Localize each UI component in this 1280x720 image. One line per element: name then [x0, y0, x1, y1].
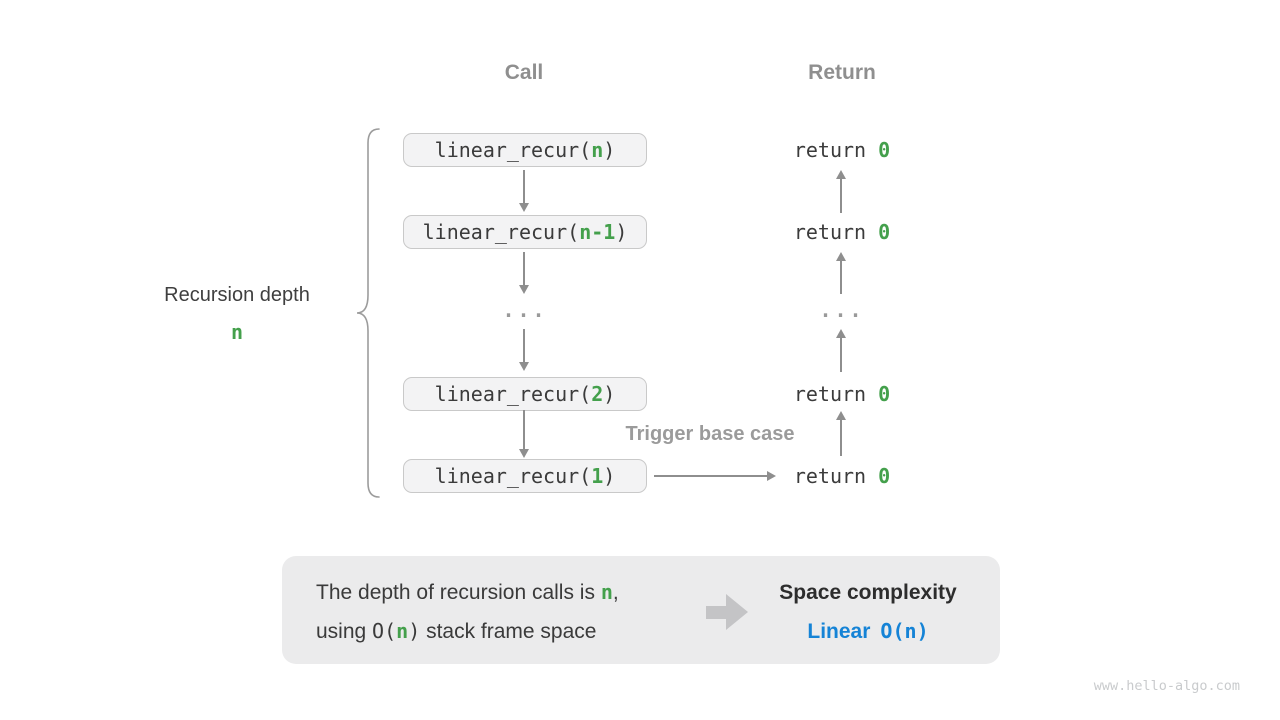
implies-arrow-tail	[706, 606, 726, 619]
implies-arrow-head	[726, 594, 748, 630]
recursion-depth-brace	[356, 128, 380, 498]
recursion-depth-label: Recursion depth n	[137, 284, 337, 344]
call-code: linear_recur(1)	[434, 464, 616, 488]
return-statement: return 0	[793, 138, 891, 162]
call-column-header: Call	[504, 61, 544, 84]
call-arrow-down	[519, 252, 529, 294]
return-statement: return 0	[793, 382, 891, 406]
return-arrow-up	[836, 329, 846, 372]
return-statement: return 0	[793, 220, 891, 244]
return-arrow-up	[836, 252, 846, 294]
call-box-n-1: linear_recur(n-1)	[403, 215, 647, 249]
call-box-n: linear_recur(n)	[403, 133, 647, 167]
call-code: linear_recur(n-1)	[422, 220, 628, 244]
implies-arrow-icon	[706, 594, 750, 631]
return-statement: return 0	[793, 464, 891, 488]
return-arrow-up	[836, 170, 846, 213]
recursion-depth-title: Recursion depth	[164, 284, 310, 306]
trigger-base-case-label: Trigger base case	[625, 423, 795, 445]
base-case-arrow-right	[654, 471, 776, 481]
summary-panel	[282, 556, 1000, 664]
call-arrow-down	[519, 410, 529, 458]
return-ellipsis: ...	[819, 298, 865, 322]
call-ellipsis: ...	[502, 298, 548, 322]
call-box-1: linear_recur(1)	[403, 459, 647, 493]
watermark: www.hello-algo.com	[1093, 678, 1240, 694]
summary-text: The depth of recursion calls is n, using…	[316, 573, 619, 651]
return-arrow-up	[836, 411, 846, 456]
call-code: linear_recur(2)	[434, 382, 616, 406]
call-box-2: linear_recur(2)	[403, 377, 647, 411]
call-code: linear_recur(n)	[434, 138, 616, 162]
call-arrow-down	[519, 329, 529, 371]
recursion-depth-value: n	[230, 320, 244, 344]
return-column-header: Return	[808, 61, 876, 84]
call-arrow-down	[519, 170, 529, 212]
space-complexity-title: Space complexity	[779, 581, 957, 604]
summary-line-2: using O(n) stack frame space	[316, 619, 597, 643]
summary-line-1: The depth of recursion calls is n,	[316, 580, 619, 604]
